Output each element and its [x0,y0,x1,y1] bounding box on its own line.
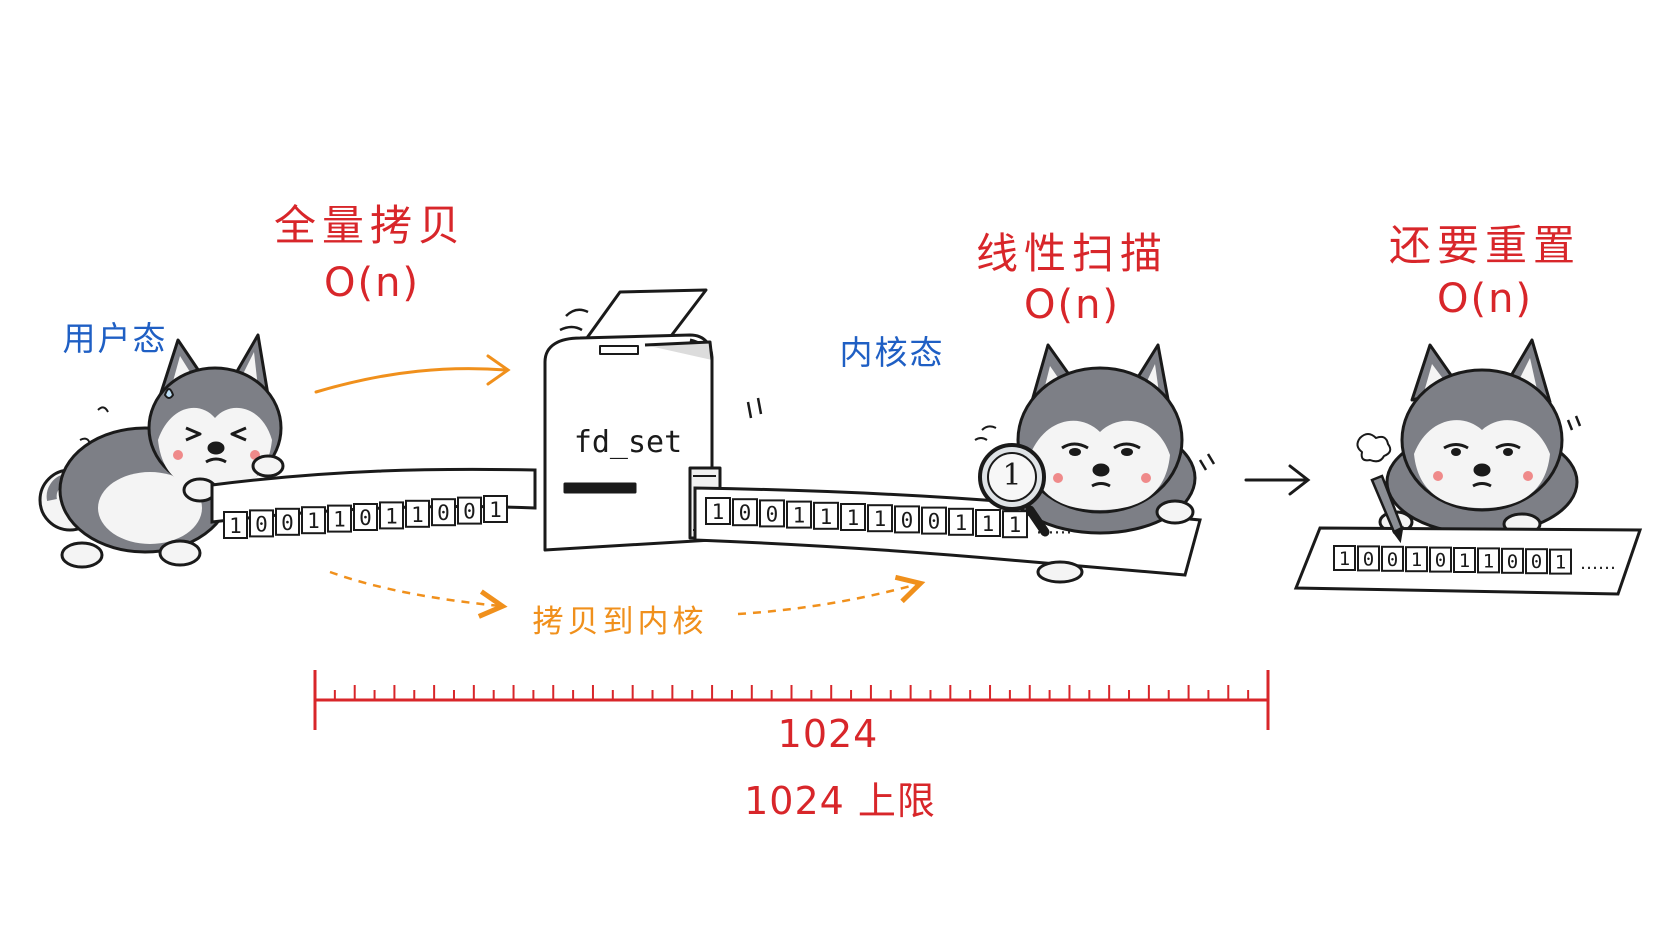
user-tape-cell [249,509,274,538]
kernel-tape-cell [867,504,893,533]
user-tape-cell [431,498,456,527]
user-tape-bit: 1 [229,514,242,538]
dashed-arrow-left-icon [329,570,500,606]
kernel-tape-cell [813,501,839,530]
reset-tape-bit: 1 [1411,549,1422,571]
copy-machine-icon [543,288,763,552]
reset-tape-cell [1453,547,1476,573]
kernel-tape-bit: 0 [766,502,779,526]
fd-set-label: fd_set [573,425,683,460]
kernel-tape-bit: 1 [793,504,806,528]
user-tape-bit: 0 [463,500,476,524]
kernel-tape-trailing: …… [1036,517,1072,538]
user-tape-bit: 0 [437,501,450,525]
kernel-tape-bit: 1 [847,506,860,530]
husky-reset-icon [1356,338,1582,536]
reset-complexity: O(n) [1436,276,1534,322]
user-tape-cell [275,507,300,536]
kernel-tape-cell [948,507,974,536]
reset-tape-bit: 1 [1483,550,1494,572]
reset-tape-cell [1405,546,1428,573]
husky-user-icon [38,333,285,569]
kernel-tape-bit: 1 [982,512,995,536]
reset-tape-cell [1357,545,1380,572]
kernel-tape-cell [840,503,866,531]
kernel-tape-bit: 1 [955,511,968,535]
reset-tape-cell [1429,546,1452,573]
user-tape-cell [353,503,378,531]
reset-tape-bit: 0 [1387,549,1398,571]
user-tape-cell [327,504,352,533]
full-copy-label: 全量拷贝 [273,201,467,250]
user-tape-cell [301,506,326,535]
limit-label: 1024 上限 [744,779,936,823]
magnifier-digit: 1 [1002,458,1022,493]
user-tape-bit: 1 [385,504,398,528]
kernel-tape-cell [732,498,758,527]
kernel-tape-bit: 0 [739,501,752,525]
orange-arrow-icon [314,367,508,394]
reset-tape-bit: 0 [1507,551,1518,573]
kernel-tape-cell [759,499,785,528]
reset-tape-cell [1549,548,1572,575]
ruler-value-label: 1024 [777,712,879,756]
user-tape-cell [405,499,430,528]
reset-tape-trailing: …… [1580,553,1616,574]
reset-tape-bit: 1 [1339,548,1350,570]
user-tape-bit: 1 [411,503,424,527]
kernel-tape-bit: 0 [928,510,941,534]
reset-tape-cell [1381,545,1404,572]
kernel-tape-cell [921,506,947,535]
pencil-icon [1370,474,1404,544]
reset-tape-cell [1501,547,1524,574]
kernel-tape-cell [705,497,731,525]
reset-tape-bit: 0 [1531,551,1542,573]
arrow-right-icon [1244,464,1311,496]
user-tape-bit: 1 [489,498,502,522]
user-tape-bit: 1 [307,509,320,533]
kernel-tape-cell [894,505,920,534]
kernel-tape-bit: 1 [1009,513,1022,537]
user-tape-bit: 0 [281,511,294,535]
reset-tape-cell [1525,548,1548,575]
kernel-tape-cell [786,500,812,529]
kernel-tape-bit: 0 [901,508,914,532]
husky-kernel-icon [1003,343,1216,584]
copy-to-kernel-label: 拷贝到内核 [532,604,708,640]
reset-tape-bit: 1 [1459,550,1470,572]
user-tape-cell [483,495,508,523]
kernel-tape-cell [975,509,1001,537]
reset-tape-cell [1333,545,1356,571]
user-tape-bit: 0 [359,506,372,530]
kernel-tape-bit: 1 [712,500,725,524]
reset-label: 还要重置 [1388,221,1582,270]
linear-scan-label: 线性扫描 [975,229,1169,278]
user-space-label: 用户态 [62,319,168,358]
magnifier-icon [974,425,1050,537]
full-copy-complexity: O(n) [323,260,421,306]
user-tape-cell [223,511,248,539]
reset-tape-bit: 0 [1435,550,1446,572]
linear-scan-complexity: O(n) [1023,282,1121,328]
kernel-tape-bit: 1 [874,507,887,531]
reset-tape-bit: 0 [1363,548,1374,570]
kernel-space-label: 内核态 [839,333,945,372]
ruler-icon [313,670,1270,730]
user-tape-bit: 1 [333,508,346,532]
reset-tape-cell [1477,547,1500,574]
user-tape-cell [379,501,404,530]
reset-tape-bit: 1 [1555,552,1566,574]
user-tape-cell [457,496,482,525]
dashed-arrow-right-icon [737,584,918,616]
user-tape-bit: 0 [255,512,268,536]
kernel-tape-bit: 1 [820,505,833,529]
kernel-tape-cell [1002,510,1028,539]
